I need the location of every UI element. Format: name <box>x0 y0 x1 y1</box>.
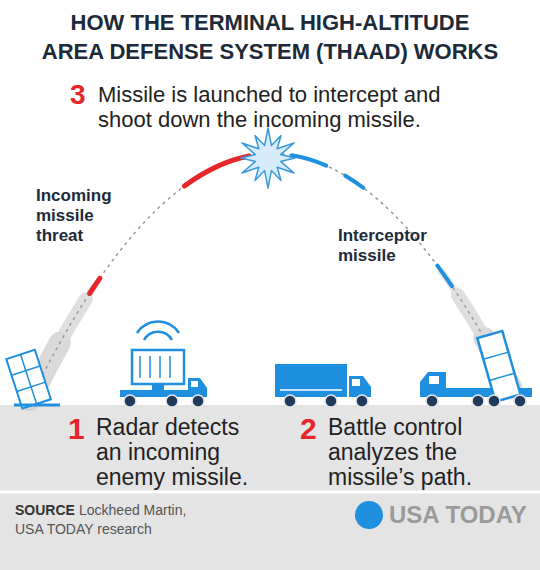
missile-label: Incoming missile threat <box>36 186 128 246</box>
ground-band <box>0 405 540 570</box>
callout-number: 2 <box>300 413 317 445</box>
launcher-truck <box>420 331 532 407</box>
smoke-trail <box>30 154 515 400</box>
source-text: Lockheed Martin, USA TODAY research <box>15 501 205 539</box>
callout-number: 1 <box>68 413 85 445</box>
radar-truck <box>120 322 207 407</box>
interceptor-missile <box>30 154 515 400</box>
missile-label: Interceptor missile <box>338 226 458 266</box>
battle-control-truck <box>275 364 371 407</box>
title-heading: HOW THE TERMINAL HIGH-ALTITUDE AREA DEFE… <box>39 8 501 66</box>
step-description: Battle control analyzes the missile’s pa… <box>328 415 513 490</box>
smoke-trail <box>30 154 515 400</box>
interceptor-missile <box>30 154 515 400</box>
incoming-missile <box>30 154 515 400</box>
footer-divider <box>0 491 540 494</box>
brand-logo: USA TODAY <box>389 501 527 529</box>
step-description: Missile is launched to intercept and sho… <box>98 82 458 132</box>
step-description: Radar detects an incoming enemy missile. <box>96 415 256 490</box>
incoming-missile <box>30 154 515 400</box>
launcher-base <box>14 404 60 407</box>
interceptor-missile <box>30 154 515 400</box>
logo-dot <box>355 501 383 529</box>
source-heading: SOURCE <box>15 501 75 520</box>
smoke-trail <box>30 154 515 400</box>
callout-number: 3 <box>70 80 86 110</box>
smoke-trail <box>30 154 515 400</box>
smoke-trail <box>30 154 515 400</box>
smoke-trail <box>30 154 515 400</box>
explosion-burst <box>241 128 295 188</box>
enemy-launcher <box>6 350 51 409</box>
trajectory-arc <box>30 154 515 400</box>
